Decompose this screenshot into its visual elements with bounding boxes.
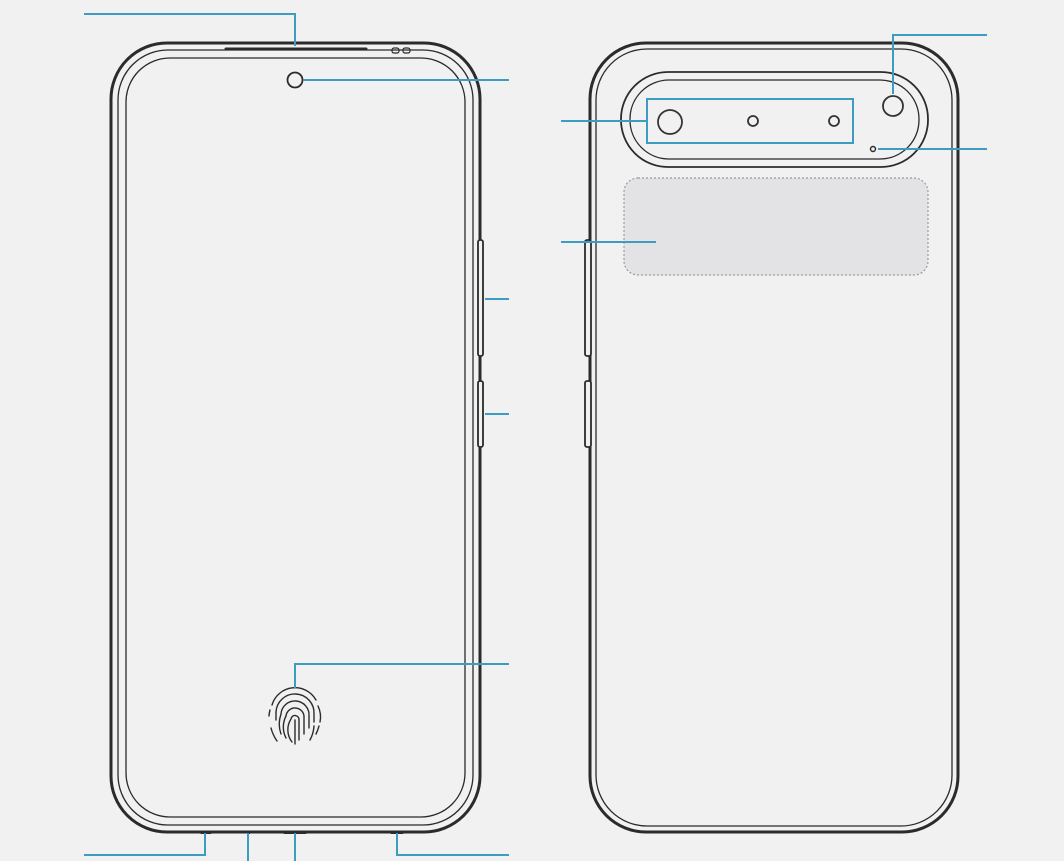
speaker-icon [390,831,404,834]
back-view [584,41,960,834]
callout-lines [84,13,987,861]
back-inner-edge [595,48,953,827]
sim-tray [200,831,212,834]
camera-lens-icon [828,115,840,127]
microphone-icon [247,831,250,834]
front-frame [109,41,482,834]
camera-bar-outer [620,71,929,168]
camera-bar-inner [629,79,920,160]
fingerprint-icon [268,687,322,745]
bottom-ports [200,831,404,834]
top-sensors [391,47,411,54]
callout-line-flash [892,34,987,94]
usb-port [283,831,307,834]
front-screen [125,57,466,818]
callout-line-fingerprint [294,663,509,688]
callout-line-sim-tray [84,833,206,856]
front-bezel [117,49,474,826]
light-sensor-icon [402,47,411,54]
volume-key-back [584,380,592,448]
front-view [109,41,484,834]
flash-icon [882,95,904,117]
volume-key [477,239,484,357]
side-key-back [584,239,592,357]
callout-line-earpiece [84,13,296,46]
rear-camera-group-box [646,98,854,144]
camera-lens-icon [657,109,683,135]
camera-lens-icon [747,115,759,127]
microphone-icon [869,145,877,153]
front-camera-icon [286,71,304,89]
callout-line-speaker [396,833,509,856]
proximity-sensor-icon [391,47,400,54]
side-key [477,380,484,448]
nfc-antenna-area [623,177,929,276]
